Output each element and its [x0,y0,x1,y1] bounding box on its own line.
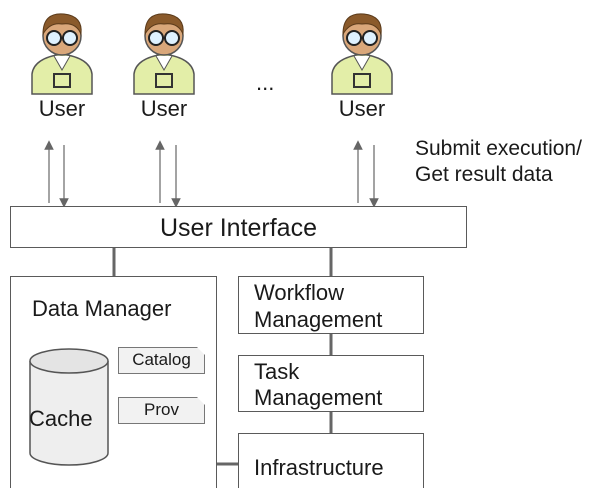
ellipsis: ... [256,70,275,95]
submit-note-line2: Get result data [415,163,553,186]
workflow-management-box: Workflow Management [238,276,424,334]
user-avatar-icon [331,13,393,95]
workflow-management-line2: Management [254,307,383,332]
user-1: User [26,8,98,128]
submit-note: Submit execution/ Get result data [415,136,582,188]
task-management-line1: Task [254,359,300,384]
submit-note-line1: Submit execution/ [415,137,582,160]
prov-tag: Prov [118,397,205,424]
user-3: User [326,8,398,128]
user-label: User [338,96,386,121]
cache-label: Cache [29,406,93,431]
infrastructure-label: Infrastructure [254,455,384,480]
workflow-management-line1: Workflow [254,280,345,305]
cache-cylinder-icon [29,348,109,466]
user-avatar-icon [31,13,93,95]
user-label: User [38,96,86,121]
user-2: User [128,8,200,128]
catalog-tag: Catalog [118,347,205,374]
data-manager-title: Data Manager [32,296,172,321]
user-label: User [140,96,188,121]
user-avatar-icon [133,13,195,95]
data-manager-box: Data Manager Cache Catalog Prov [10,276,217,488]
infrastructure-box: Infrastructure [238,433,424,488]
user-interface-box: User Interface [10,206,467,248]
task-management-line2: Management [254,385,383,410]
task-management-box: Task Management [238,355,424,412]
user-interface-label: User Interface [159,214,317,242]
